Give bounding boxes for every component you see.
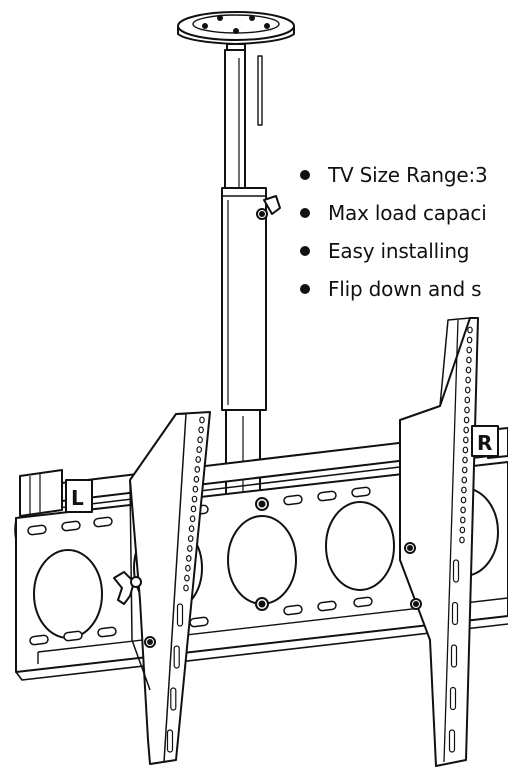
right-tilt-arm [399, 317, 479, 767]
arm-hole [467, 326, 473, 334]
left-side-label: L [71, 486, 84, 510]
arm-hole [459, 526, 466, 534]
telescopic-pole [221, 49, 281, 641]
arm-slot [449, 686, 457, 711]
arm-hole [464, 386, 471, 394]
arm-hole [462, 436, 469, 444]
arm-hole [191, 495, 198, 503]
arm-hole [463, 426, 470, 434]
arm-hole [187, 545, 193, 552]
arm-hole [184, 574, 190, 582]
feature-text: TV Size Range:3 [328, 163, 488, 187]
arm-hole [185, 564, 191, 572]
arm-hole [188, 525, 195, 533]
arm-hole [460, 496, 467, 504]
feature-item: Flip down and s [298, 274, 488, 312]
arm-hole [459, 536, 465, 544]
arm-hole [464, 406, 470, 414]
arm-hole [193, 475, 200, 483]
arm-slot [452, 559, 460, 583]
arm-hole [196, 446, 203, 454]
arm-slot [173, 645, 180, 669]
arm-slot [450, 644, 458, 668]
arm-slot [451, 601, 459, 626]
arm-hole [190, 505, 197, 513]
left-tilt-arm [129, 411, 211, 765]
hand-knob [113, 571, 142, 605]
arm-hole [466, 336, 473, 344]
arm-hole [464, 396, 471, 404]
feature-item: TV Size Range:3 [298, 160, 488, 198]
arm-hole [186, 555, 192, 562]
arm-hole [195, 456, 202, 463]
arm-hole [183, 584, 189, 592]
arm-hole [461, 476, 468, 484]
feature-text: Flip down and s [328, 277, 482, 301]
left-label-box [65, 479, 93, 513]
arm-slot [170, 687, 177, 711]
arm-hole [460, 506, 466, 514]
arm-hole [194, 466, 201, 473]
right-side-label: R [477, 431, 492, 455]
feature-item: Easy installing [298, 236, 488, 274]
bullet-icon [300, 208, 310, 218]
arm-hole [463, 416, 470, 424]
arm-hole [462, 456, 468, 464]
arm-slot [448, 729, 456, 753]
arm-hole [466, 346, 473, 354]
bullet-icon [300, 170, 310, 180]
arm-hole [198, 426, 204, 434]
arm-hole [197, 436, 203, 444]
feature-list: TV Size Range:3 Max load capaci Easy ins… [298, 160, 488, 312]
arm-slot [166, 729, 174, 753]
ceiling-plate [177, 11, 295, 53]
feature-text: Easy installing [328, 239, 470, 263]
arm-hole [461, 466, 468, 474]
arm-hole [461, 486, 467, 494]
arm-hole [466, 356, 472, 364]
arm-hole [187, 535, 194, 542]
bullet-icon [300, 284, 310, 294]
feature-text: Max load capaci [328, 201, 487, 225]
arm-hole [459, 516, 466, 524]
feature-item: Max load capaci [298, 198, 488, 236]
arm-hole [465, 376, 471, 384]
arm-hole [199, 416, 205, 424]
arm-slot [176, 603, 184, 627]
right-label-box [471, 425, 499, 457]
arm-hole [189, 515, 196, 523]
arm-hole [465, 366, 472, 374]
arm-hole [192, 485, 199, 493]
arm-hole [462, 446, 469, 454]
bullet-icon [300, 246, 310, 256]
